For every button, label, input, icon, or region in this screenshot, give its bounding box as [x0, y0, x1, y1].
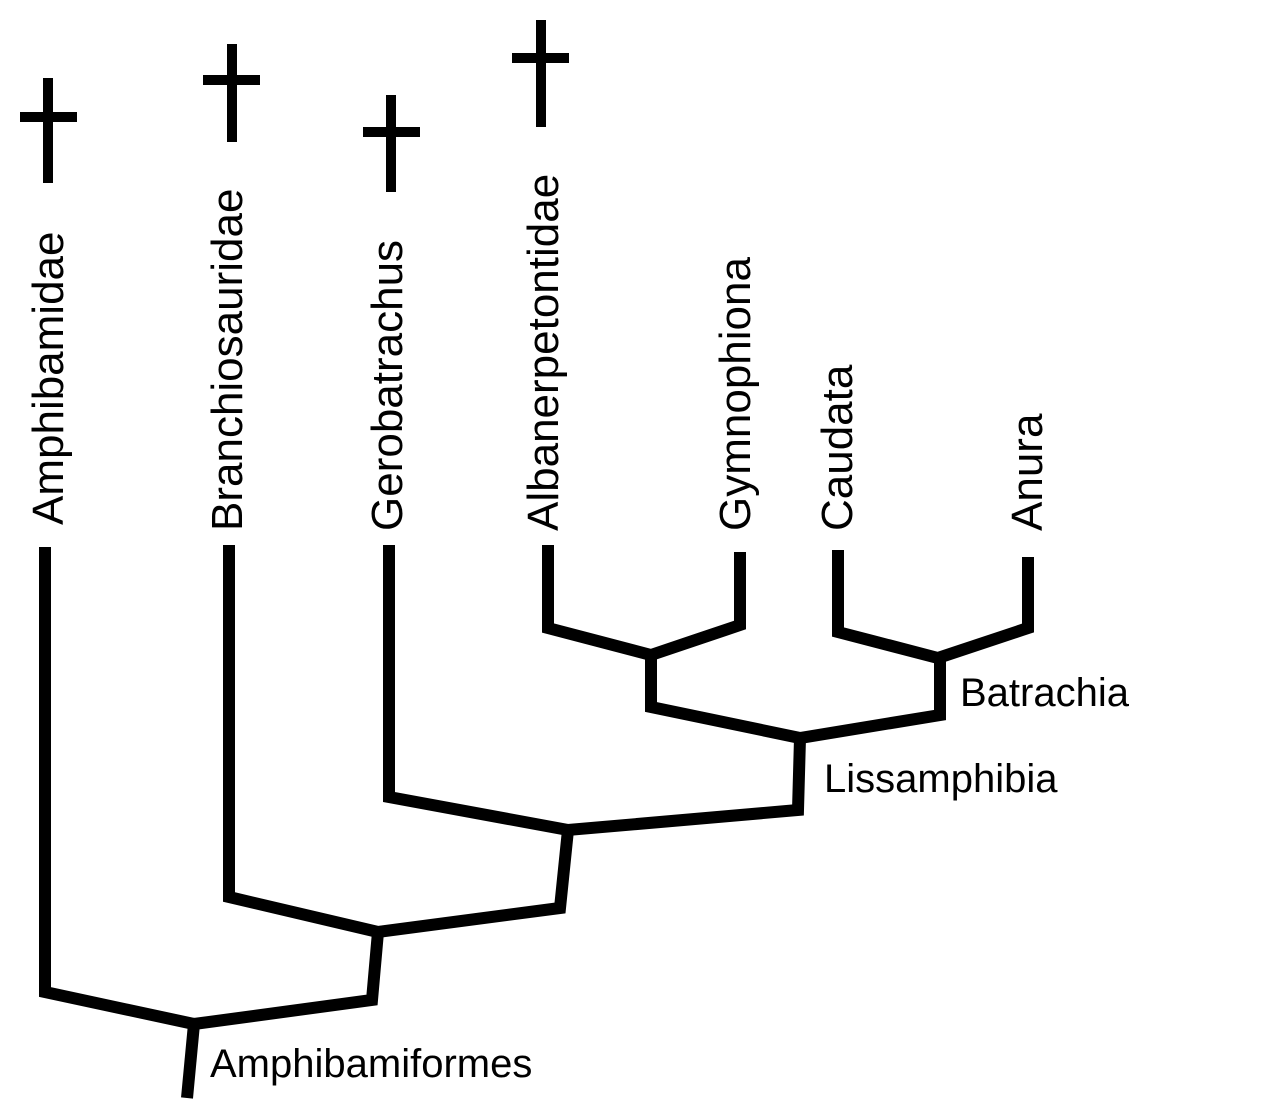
dagger-icon: [363, 95, 420, 192]
branch-albanerpetontidae-gymnophiona: [542, 545, 746, 662]
clade-label-lissamphibia: Lissamphibia: [824, 757, 1058, 801]
taxon-label-gymnophiona: Gymnophiona: [711, 257, 760, 531]
branch-caudata-anura: [832, 550, 1034, 665]
taxon-label-anura: Anura: [1003, 413, 1052, 531]
dagger-icon: [512, 20, 569, 127]
branch-root: [181, 1023, 200, 1099]
taxon-label-albanerpetontidae: Albanerpetontidae: [519, 174, 568, 531]
clade-label-batrachia: Batrachia: [960, 671, 1130, 715]
tree-branches: [39, 545, 1034, 1099]
taxon-label-amphibamidae: Amphibamidae: [24, 232, 73, 526]
clade-labels: Batrachia Lissamphibia Amphibamiformes: [210, 671, 1130, 1086]
taxon-label-gerobatrachus: Gerobatrachus: [363, 240, 412, 531]
taxon-label-branchiosauridae: Branchiosauridae: [203, 189, 252, 531]
dagger-icon: [203, 44, 260, 142]
clade-label-amphibamiformes: Amphibamiformes: [210, 1042, 532, 1086]
extinct-markers: [20, 20, 569, 192]
branch-amphibamidae: [39, 547, 384, 1031]
branch-branchiosauridae: [223, 545, 574, 939]
branch-lissamphibia: [645, 655, 946, 745]
dagger-icon: [20, 78, 77, 183]
taxon-labels: Amphibamidae Branchiosauridae Gerobatrac…: [24, 174, 1052, 531]
taxon-label-caudata: Caudata: [813, 364, 862, 531]
